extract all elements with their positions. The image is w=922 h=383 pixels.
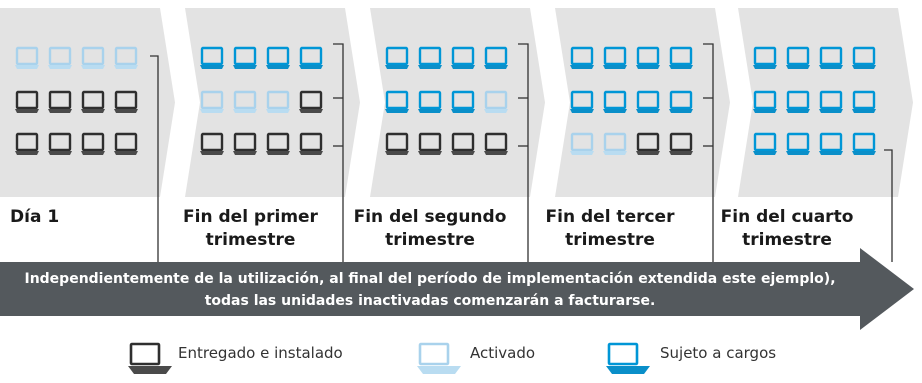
laptop-icon: [299, 46, 323, 69]
laptop-icon: [753, 46, 777, 69]
laptop-icon: [266, 132, 290, 155]
stage-label-q3: Fin del tercer trimestre: [545, 207, 675, 250]
laptop-icon: [15, 90, 39, 113]
laptop-icon: [484, 132, 508, 155]
laptop-icon: [753, 90, 777, 113]
laptop-icon: [451, 132, 475, 155]
stage-brackets: [150, 43, 893, 262]
laptop-icon: [299, 90, 323, 113]
banner-text: Independientemente de la utilización, al…: [24, 271, 836, 309]
legend-laptop-icon: [606, 342, 650, 374]
laptop-icon: [852, 132, 876, 155]
legend-label-delivered: Entregado e instalado: [178, 344, 343, 362]
banner-arrow: [0, 248, 914, 330]
laptop-icon: [636, 90, 660, 113]
laptop-icon: [570, 132, 594, 155]
laptop-icon: [819, 132, 843, 155]
bracket-line: [703, 43, 714, 262]
laptop-icon: [786, 46, 810, 69]
laptop-icon: [669, 46, 693, 69]
laptop-icon: [48, 132, 72, 155]
laptop-icon: [114, 46, 138, 69]
laptop-icon: [48, 90, 72, 113]
laptop-icon: [114, 132, 138, 155]
laptop-icon: [484, 46, 508, 69]
stage-chevron: [185, 8, 360, 197]
stage-chevron: [555, 8, 730, 197]
laptop-icon: [233, 46, 257, 69]
laptop-icon: [81, 46, 105, 69]
laptop-icon: [852, 90, 876, 113]
laptop-icon: [669, 90, 693, 113]
stage-label-q4: Fin del cuarto trimestre: [720, 207, 854, 250]
stage-label-q2: Fin del segundo trimestre: [353, 207, 507, 250]
laptop-icon: [81, 132, 105, 155]
stage-chevron: [0, 8, 175, 197]
laptop-icon: [852, 46, 876, 69]
laptop-icon: [200, 46, 224, 69]
laptop-icon: [200, 132, 224, 155]
laptop-icon: [266, 90, 290, 113]
laptop-icon: [570, 46, 594, 69]
laptop-icon: [15, 132, 39, 155]
laptop-icon: [451, 90, 475, 113]
laptop-icon: [418, 132, 442, 155]
legend-label-charged: Sujeto a cargos: [660, 344, 777, 362]
legend-laptop-icon: [128, 342, 172, 374]
laptop-icon: [636, 132, 660, 155]
laptop-icon: [233, 90, 257, 113]
laptop-icon: [48, 46, 72, 69]
stage-label-day1: Día 1: [10, 207, 60, 227]
bracket-line: [884, 149, 893, 262]
laptop-grids: [15, 46, 876, 155]
laptop-icon: [418, 90, 442, 113]
laptop-icon: [81, 90, 105, 113]
laptop-icon: [484, 90, 508, 113]
laptop-icon: [603, 132, 627, 155]
laptop-icon: [266, 46, 290, 69]
laptop-icon: [786, 132, 810, 155]
laptop-icon: [200, 90, 224, 113]
legend-icons: [128, 342, 650, 374]
stage-chevron: [738, 8, 913, 197]
laptop-icon: [786, 90, 810, 113]
stage-chevron: [370, 8, 545, 197]
laptop-icon: [299, 132, 323, 155]
bracket-line: [518, 43, 529, 262]
bracket-line: [333, 43, 344, 262]
laptop-icon: [418, 46, 442, 69]
laptop-icon: [451, 46, 475, 69]
laptop-icon: [669, 132, 693, 155]
laptop-icon: [819, 46, 843, 69]
laptop-icon: [114, 90, 138, 113]
bracket-line: [150, 55, 159, 262]
laptop-icon: [753, 132, 777, 155]
laptop-icon: [233, 132, 257, 155]
legend-laptop-icon: [417, 342, 461, 374]
laptop-icon: [385, 132, 409, 155]
stage-label-q1: Fin del primer trimestre: [183, 207, 318, 250]
laptop-icon: [15, 46, 39, 69]
laptop-icon: [636, 46, 660, 69]
laptop-icon: [385, 90, 409, 113]
laptop-icon: [385, 46, 409, 69]
laptop-icon: [603, 46, 627, 69]
legend-label-activated: Activado: [470, 344, 536, 362]
laptop-icon: [603, 90, 627, 113]
laptop-icon: [570, 90, 594, 113]
laptop-icon: [819, 90, 843, 113]
